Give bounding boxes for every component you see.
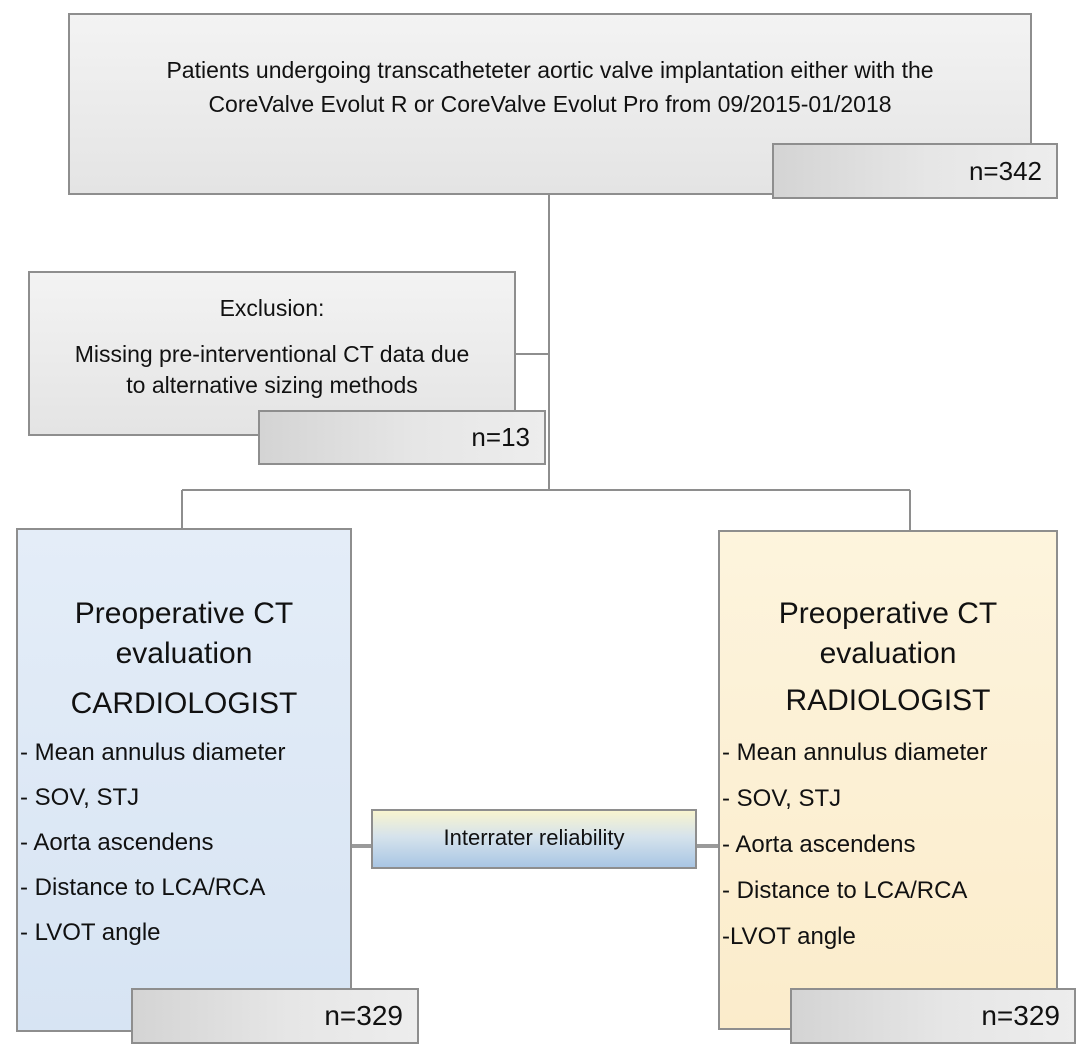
interrater-reliability-box: Interrater reliability [371, 809, 697, 869]
exclusion-title: Exclusion: [219, 295, 325, 321]
cardiologist-parameter-item: - LVOT angle [20, 919, 161, 946]
radiologist-title-line2: evaluation [819, 637, 957, 670]
exclusion-text-line2: to alternative sizing methods [126, 372, 418, 398]
patients-text-line2: CoreValve Evolut R or CoreValve Evolut P… [208, 91, 892, 117]
cardiologist-title-line2: evaluation [115, 637, 253, 670]
radiologist-evaluation-title: Preoperative CT evaluation [720, 594, 1056, 674]
patients-count-box: n=342 [772, 143, 1058, 199]
cardiologist-evaluation-title: Preoperative CT evaluation [18, 594, 350, 674]
exclusion-text-line1: Missing pre-interventional CT data due [74, 341, 470, 367]
radiologist-count-box: n=329 [790, 988, 1076, 1044]
radiologist-parameter-item: - Distance to LCA/RCA [722, 877, 968, 904]
radiologist-parameter-item: - Mean annulus diameter [722, 739, 988, 766]
cardiologist-title-line1: Preoperative CT [74, 597, 294, 630]
exclusion-box: Exclusion: Missing pre-interventional CT… [28, 271, 516, 436]
cardiologist-role: CARDIOLOGIST [70, 687, 298, 720]
cardiologist-parameter-list: - Mean annulus diameter - SOV, STJ - Aor… [20, 730, 285, 955]
radiologist-title-line1: Preoperative CT [778, 597, 998, 630]
cardiologist-count-box: n=329 [131, 988, 419, 1044]
interrater-reliability-label: Interrater reliability [443, 825, 625, 850]
cardiologist-count: n=329 [324, 1000, 403, 1031]
radiologist-role: RADIOLOGIST [785, 684, 991, 717]
patients-count: n=342 [968, 156, 1042, 186]
radiologist-parameter-item: - SOV, STJ [722, 785, 842, 812]
cardiologist-parameter-item: - Distance to LCA/RCA [20, 874, 266, 901]
exclusion-count: n=13 [471, 422, 530, 452]
radiologist-parameter-list: - Mean annulus diameter - SOV, STJ - Aor… [722, 730, 987, 960]
radiologist-evaluation-box: Preoperative CT evaluation RADIOLOGIST -… [718, 530, 1058, 1030]
cardiologist-parameter-item: - Mean annulus diameter [20, 739, 286, 766]
cardiologist-evaluation-box: Preoperative CT evaluation CARDIOLOGIST … [16, 528, 352, 1032]
radiologist-parameter-item: - Aorta ascendens [722, 831, 916, 858]
cardiologist-parameter-item: - SOV, STJ [20, 784, 140, 811]
patients-description: Patients undergoing transcatheteter aort… [80, 53, 1020, 121]
exclusion-count-box: n=13 [258, 410, 546, 465]
radiologist-parameter-item: -LVOT angle [722, 923, 856, 950]
exclusion-description: Missing pre-interventional CT data due t… [30, 339, 514, 401]
cardiologist-parameter-item: - Aorta ascendens [20, 829, 214, 856]
patients-text-line1: Patients undergoing transcatheteter aort… [166, 57, 934, 83]
radiologist-count: n=329 [981, 1000, 1060, 1031]
